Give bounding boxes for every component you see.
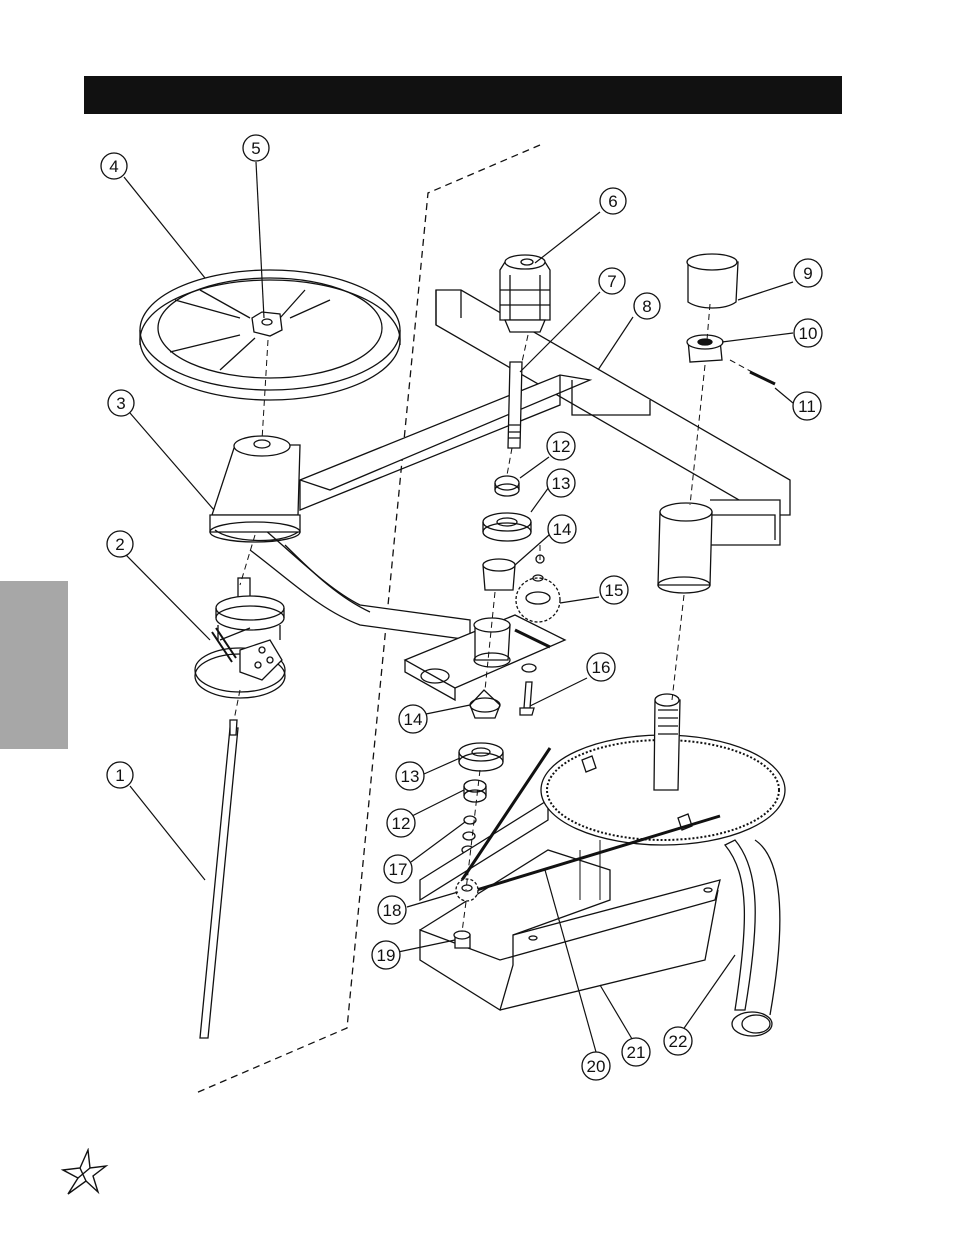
sprocket-15-drawing: [515, 554, 561, 623]
callout-6: 6: [599, 187, 627, 215]
callout-12-lower: 12: [386, 808, 416, 838]
hub-drawing: [209, 435, 301, 543]
callout-17-label: 17: [389, 860, 408, 879]
cap-drawing: [686, 253, 739, 309]
callout-5: 5: [242, 134, 270, 162]
callout-20: 20: [581, 1051, 611, 1081]
shaft-drawing: [199, 719, 239, 1039]
callout-11-label: 11: [798, 397, 816, 416]
callout-12-upper-label: 12: [552, 437, 571, 456]
callout-3: 3: [107, 389, 135, 417]
callout-4: 4: [100, 152, 128, 180]
star-logo-icon: [60, 1148, 109, 1195]
drive-chain: [460, 747, 721, 894]
large-gear-drawing: [540, 693, 786, 846]
callout-10-label: 10: [799, 324, 818, 343]
callout-21: 21: [621, 1037, 651, 1067]
callout-22: 22: [663, 1026, 693, 1056]
callout-12-upper: 12: [546, 431, 576, 461]
callout-19: 19: [371, 940, 401, 970]
callout-4-label: 4: [109, 157, 118, 176]
gear-housing-drawing: [419, 798, 721, 1012]
callout-3-label: 3: [116, 394, 125, 413]
callout-19-label: 19: [377, 946, 396, 965]
callout-14-lower-label: 14: [404, 710, 423, 729]
callout-18: 18: [377, 895, 407, 925]
callout-11: 11: [792, 391, 822, 421]
leader-lines: [123, 161, 794, 1053]
callout-13-upper: 13: [546, 468, 576, 498]
callout-12-lower-label: 12: [392, 814, 411, 833]
callout-16-label: 16: [592, 658, 611, 677]
callout-15-label: 15: [605, 581, 624, 600]
callout-18-label: 18: [383, 901, 402, 920]
mount-plate-drawing: [403, 614, 567, 702]
callouts: 1 2 3 4 5 6 7 8 9 10 11 12 13 14 15 16 1…: [100, 134, 823, 1081]
cotter-pin-drawing: [749, 370, 776, 386]
coupling-drawing: [499, 254, 551, 333]
callout-6-label: 6: [608, 192, 617, 211]
nut-19-drawing: [453, 930, 471, 949]
clutch-drawing: [194, 577, 286, 699]
title-bar: [84, 76, 842, 114]
callout-16: 16: [586, 652, 616, 682]
callout-14-upper-label: 14: [553, 520, 572, 539]
section-tab: [0, 581, 68, 749]
callout-7: 7: [598, 267, 626, 295]
callout-1-label: 1: [115, 766, 124, 785]
sleeve-drawing: [657, 502, 713, 594]
callout-8: 8: [633, 292, 661, 320]
callout-20-label: 20: [587, 1057, 606, 1076]
callout-14-lower: 14: [398, 704, 428, 734]
castle-nut-drawing: [686, 334, 724, 363]
callout-9-label: 9: [803, 264, 812, 283]
callout-1: 1: [106, 761, 134, 789]
drive-shaft-drawing: [507, 361, 523, 449]
callout-7-label: 7: [607, 272, 616, 291]
callout-9: 9: [793, 258, 823, 288]
upper-bushings-drawing: [482, 475, 532, 591]
callout-2-label: 2: [115, 535, 124, 554]
callout-10: 10: [793, 318, 823, 348]
callout-22-label: 22: [669, 1032, 688, 1051]
callout-8-label: 8: [642, 297, 651, 316]
crank-handle-drawing: [723, 839, 781, 1037]
callout-17: 17: [383, 854, 413, 884]
callout-2: 2: [106, 530, 134, 558]
callout-13-lower-label: 13: [401, 767, 420, 786]
callout-13-lower: 13: [395, 761, 425, 791]
callout-15: 15: [599, 575, 629, 605]
callout-14-upper: 14: [547, 514, 577, 544]
callout-21-label: 21: [627, 1043, 646, 1062]
centre-lines: [233, 303, 753, 933]
bolt-drawing: [519, 663, 537, 716]
callout-5-label: 5: [251, 139, 260, 158]
small-sprocket-drawing: [455, 878, 479, 902]
callout-13-upper-label: 13: [552, 474, 571, 493]
pulley-drawing: [139, 269, 401, 401]
